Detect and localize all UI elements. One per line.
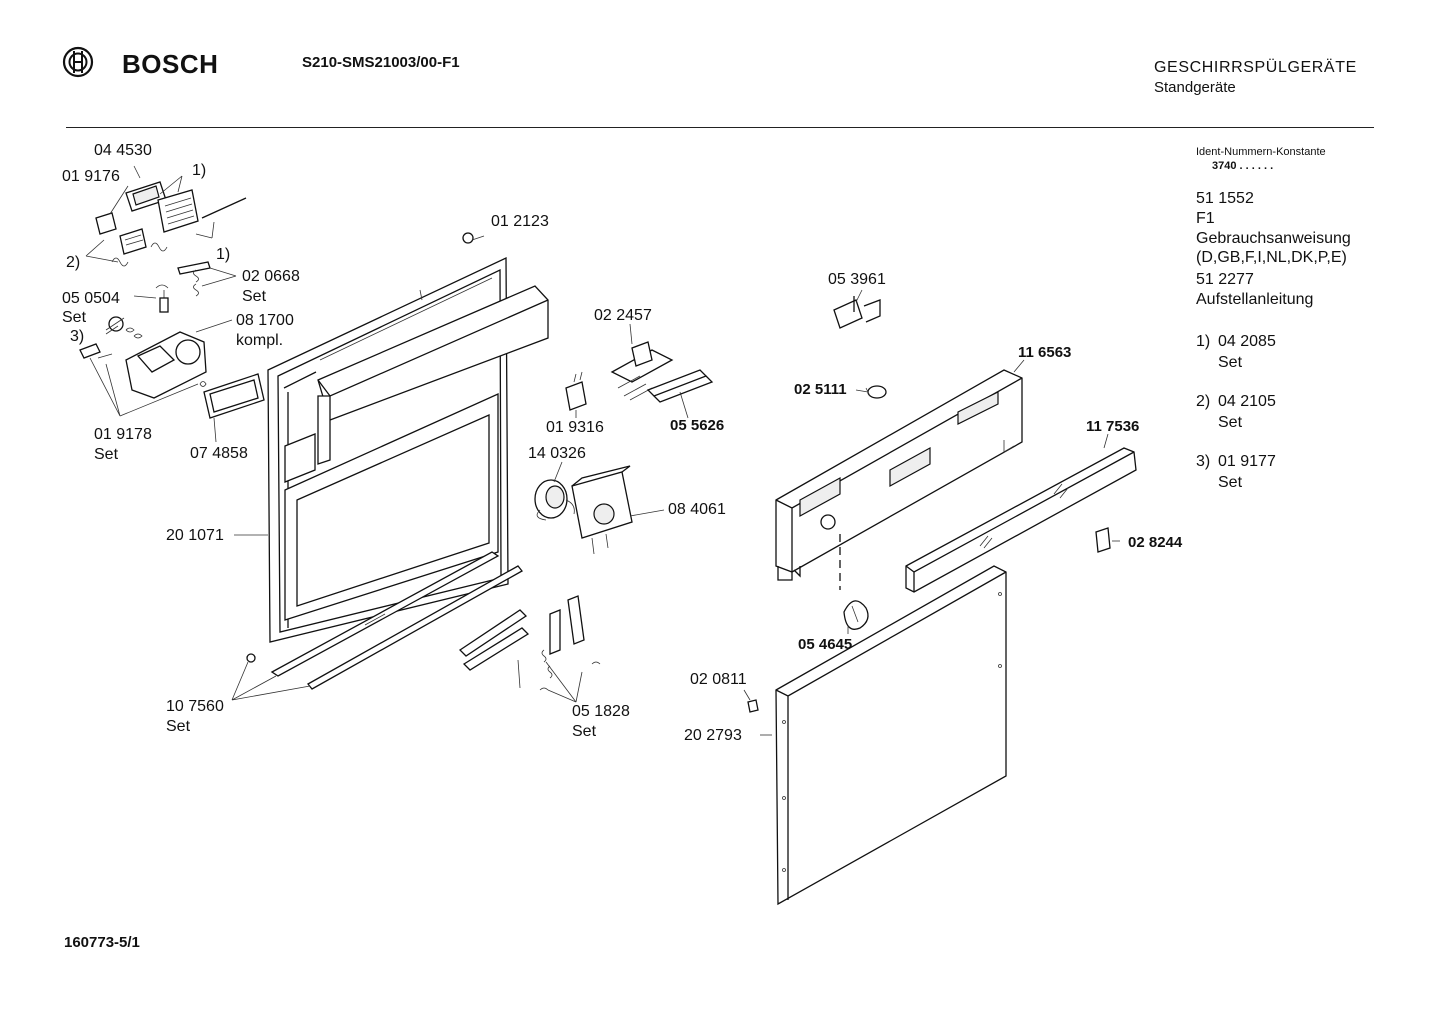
part-label: 04 4530 [94, 142, 152, 159]
knob-054645[interactable] [843, 600, 869, 630]
part-label: 11 7536 [1086, 418, 1140, 435]
part-label: 08 1700 [236, 312, 294, 329]
note-number: 04 2085 [1218, 333, 1276, 350]
subcategory-title: Standgeräte [1154, 79, 1236, 96]
doc-line: Gebrauchsanweisung [1196, 230, 1351, 247]
doc-line: Aufstellanleitung [1196, 291, 1314, 308]
part-label: 05 3961 [828, 271, 886, 288]
part-label: kompl. [236, 332, 284, 349]
note-marker: 3) [1196, 453, 1211, 470]
doc-line: F1 [1196, 210, 1215, 227]
gasket-part[interactable] [203, 373, 265, 419]
part-label: 08 4061 [668, 501, 726, 518]
inner-door-panel[interactable] [267, 256, 549, 643]
lamp-025111[interactable] [865, 385, 887, 399]
part-label: 20 1071 [166, 527, 224, 544]
part-label: 05 0504 [62, 290, 120, 307]
note-number: 04 2105 [1218, 393, 1276, 410]
ident-label: Ident-Nummern-Konstante [1196, 146, 1326, 158]
part-label: 01 2123 [491, 213, 549, 230]
part-label: Set [94, 446, 119, 463]
part-label: 01 9176 [62, 168, 120, 185]
cap-028244[interactable] [1095, 527, 1111, 553]
dosing-unit-part[interactable] [79, 316, 207, 399]
leader-lines [85, 165, 1120, 736]
part-label: Set [62, 309, 87, 326]
part-label: 02 2457 [594, 307, 652, 324]
part-label: 05 5626 [670, 417, 725, 434]
screw-part[interactable] [155, 284, 169, 313]
note-marker: 1) [1196, 333, 1211, 350]
doc-line: 51 1552 [1196, 190, 1254, 207]
part-label: 05 1828 [572, 703, 630, 720]
part-label: Set [242, 288, 267, 305]
note-marker: 1) [216, 246, 231, 263]
part-label: 02 0668 [242, 268, 300, 285]
note-marker: 3) [70, 328, 85, 345]
facia-strip-117536[interactable] [905, 447, 1137, 593]
screw-012123[interactable] [462, 232, 485, 244]
part-label: 11 6563 [1018, 344, 1072, 361]
control-panel-116563[interactable] [775, 369, 1023, 590]
part-label: 02 5111 [794, 381, 847, 398]
part-label: 01 9178 [94, 426, 152, 443]
bracket-part[interactable] [177, 261, 211, 297]
timer-084061[interactable] [571, 465, 633, 555]
ident-value: 3740 . . . . . . [1212, 160, 1274, 172]
part-label: 01 9316 [546, 419, 604, 436]
note-number: 01 9177 [1218, 453, 1276, 470]
filter-grille-part[interactable] [95, 181, 247, 267]
bottom-trim-rails[interactable] [246, 551, 523, 690]
header-divider [66, 127, 1374, 128]
model-number: S210-SMS21003/00-F1 [302, 54, 460, 71]
front-door-panel-202793[interactable] [775, 565, 1007, 906]
part-label: Set [572, 723, 597, 740]
doc-line: (D,GB,F,I,NL,DK,P,E) [1196, 249, 1347, 266]
part-label: Set [166, 718, 191, 735]
bosch-logo-icon [62, 46, 94, 78]
part-label: 20 2793 [684, 727, 742, 744]
part-label: 14 0326 [528, 445, 586, 462]
screw-020811[interactable] [747, 699, 759, 713]
latch-bar-055626[interactable] [646, 369, 714, 403]
note-suffix: Set [1218, 354, 1243, 371]
note-suffix: Set [1218, 414, 1243, 431]
latch-part-022457[interactable] [610, 341, 674, 401]
part-label: 07 4858 [190, 445, 248, 462]
doc-line: 51 2277 [1196, 271, 1254, 288]
hinge-parts-051828[interactable] [458, 595, 601, 691]
note-suffix: Set [1218, 474, 1243, 491]
drawing-code: 160773-5/1 [64, 934, 140, 951]
brand-name: BOSCH [122, 49, 219, 79]
category-title: GESCHIRRSPÜLGERÄTE [1154, 59, 1357, 76]
note-marker: 2) [66, 254, 81, 271]
switch-019316[interactable] [565, 371, 587, 411]
note-marker: 1) [192, 162, 207, 179]
part-label: 05 4645 [798, 636, 853, 653]
knob-140326[interactable] [534, 479, 575, 521]
part-label: 02 8244 [1128, 534, 1183, 551]
part-label: 10 7560 [166, 698, 224, 715]
note-marker: 2) [1196, 393, 1211, 410]
part-label: 02 0811 [690, 671, 747, 688]
clip-053961[interactable] [833, 296, 881, 329]
